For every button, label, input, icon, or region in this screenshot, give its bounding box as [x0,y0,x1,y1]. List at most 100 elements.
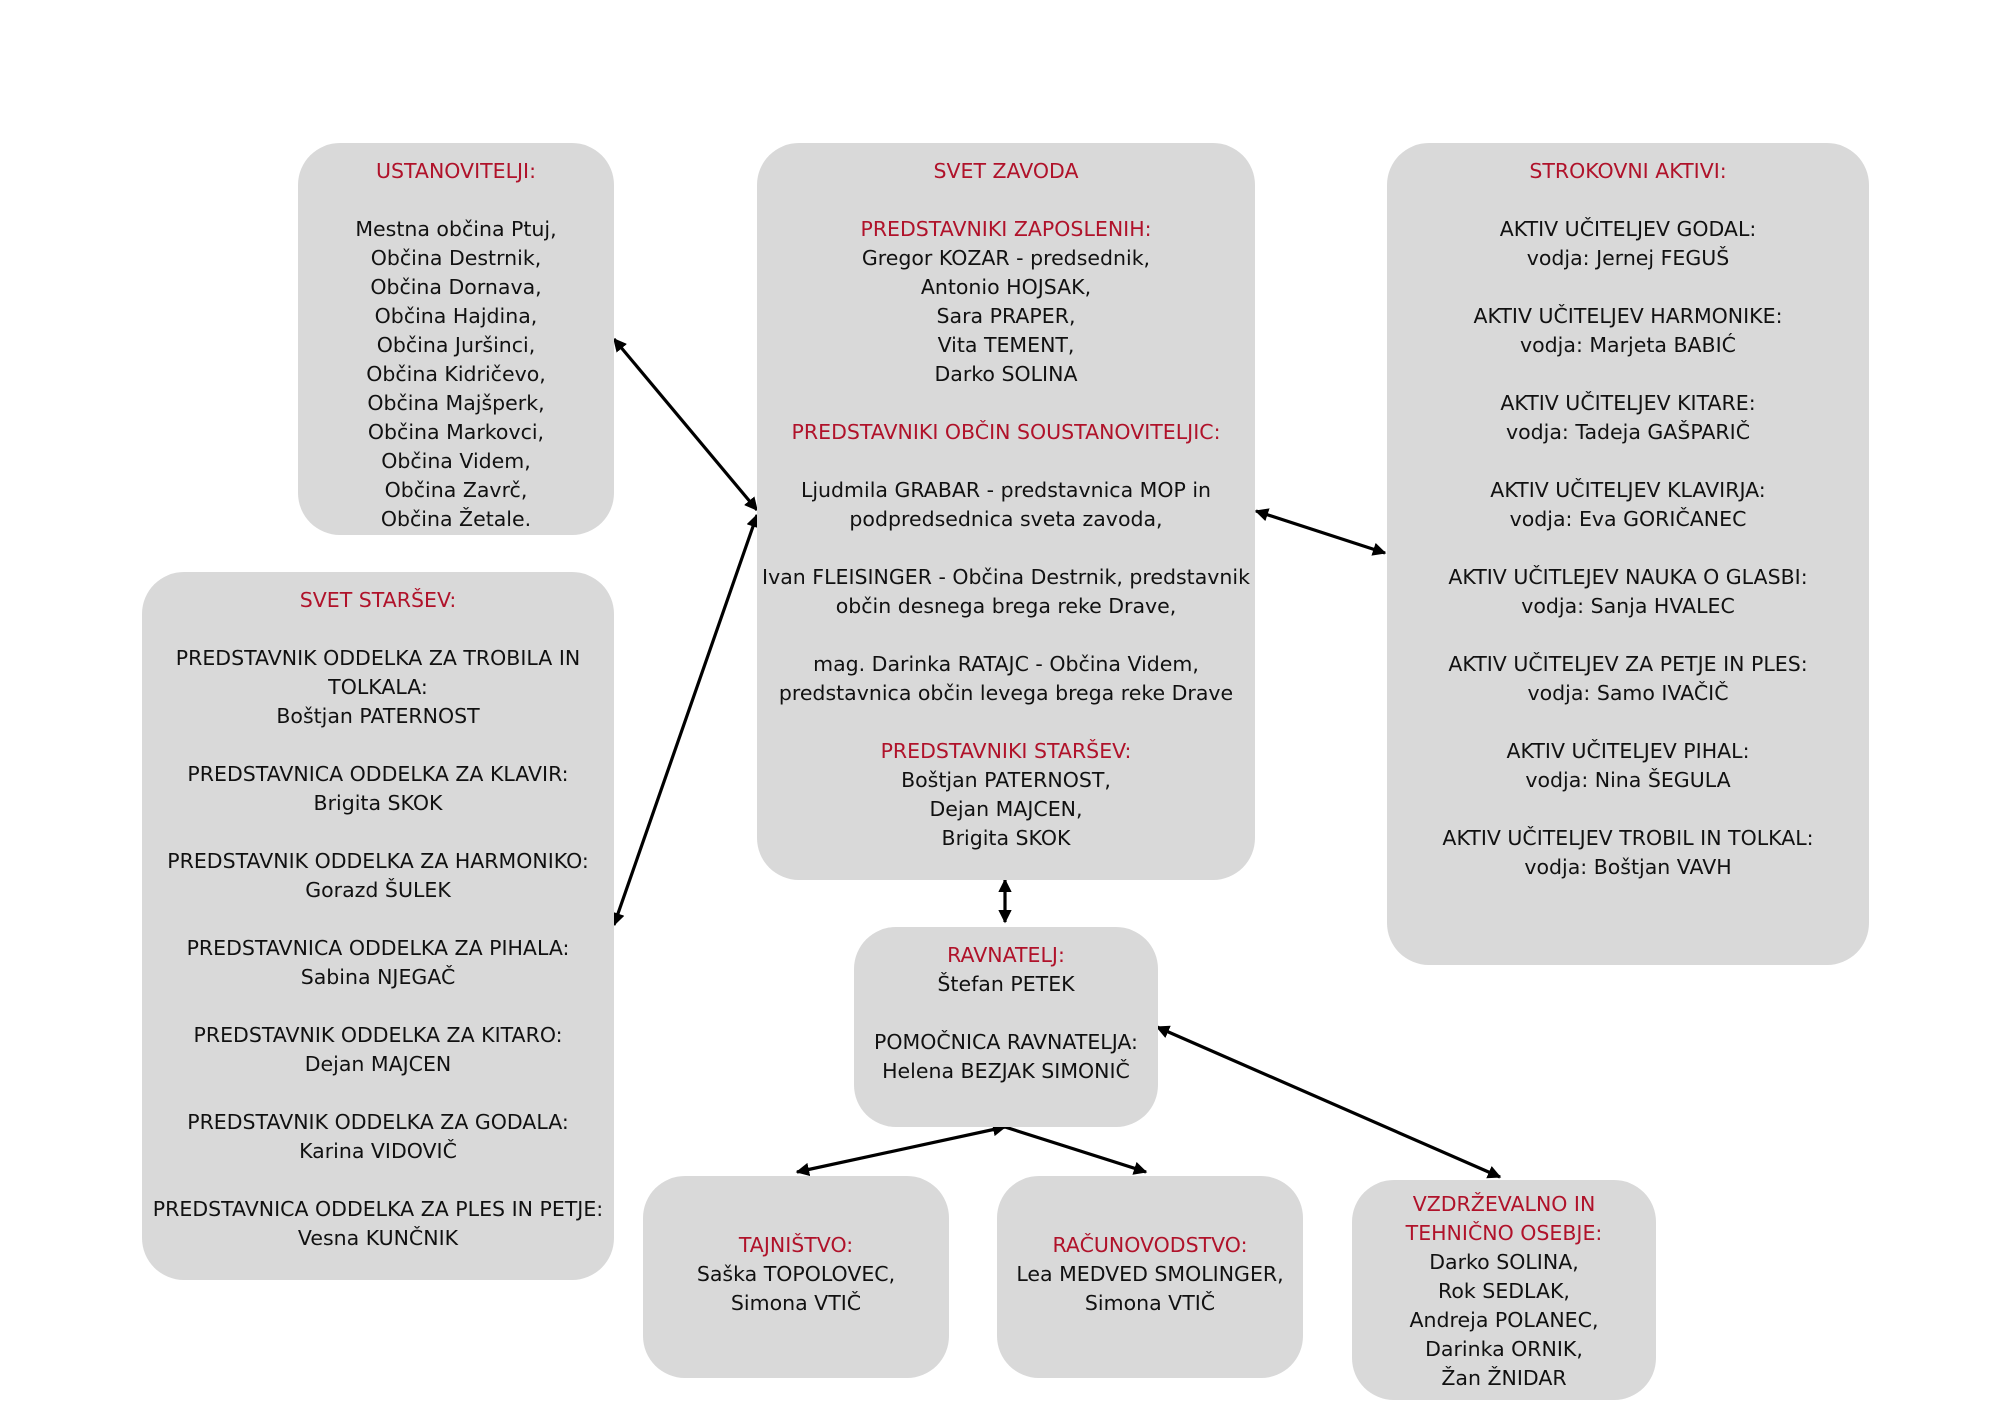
box-heading: VZDRŽEVALNO IN [1412,1192,1596,1216]
box-text-line: Občina Kidričevo, [366,362,546,386]
box-text-line: Dejan MAJCEN [304,1052,452,1076]
blank-line [1387,621,1869,650]
box-text-line: občin desnega brega reke Drave, [835,594,1177,618]
box-text-line: PREDSTAVNIK ODDELKA ZA GODALA: [187,1110,569,1134]
box-heading: PREDSTAVNIKI ZAPOSLENIH: [860,217,1152,241]
box-text-line: vodja: Marjeta BABIĆ [1520,333,1736,357]
box-text-line: Vesna KUNČNIK [297,1226,459,1250]
box-text-line: vodja: Boštjan VAVH [1524,855,1732,879]
box-text-line: POMOČNICA RAVNATELJA: [874,1030,1138,1054]
box-text-line: AKTIV UČITLEJEV NAUKA O GLASBI: [1448,565,1808,589]
blank-line [142,1166,614,1195]
box-heading: RAVNATELJ: [947,943,1065,967]
blank-line [298,186,614,215]
box-text-line: PREDSTAVNICA ODDELKA ZA PLES IN PETJE: [152,1197,604,1221]
arrow-svet-starsev-svet-zavoda [611,513,760,927]
box-text-line: Sara PRAPER, [936,304,1076,328]
box-text-line: TOLKALA: [328,675,428,699]
box-text-line: Saška TOPOLOVEC, [696,1262,896,1286]
box-text-line: Brigita SKOK [313,791,443,815]
box-heading: PREDSTAVNIKI STARŠEV: [880,739,1132,763]
blank-line [757,389,1255,418]
arrow-ravnatelj-tajnistvo [795,1122,1007,1177]
box-text-line: Simona VTIČ [1084,1291,1216,1315]
box-text-line: AKTIV UČITELJEV GODAL: [1499,217,1757,241]
box-text-line: Helena BEZJAK SIMONIČ [882,1059,1130,1083]
blank-line [1387,273,1869,302]
blank-line [854,999,1158,1028]
box-text-line: vodja: Jernej FEGUŠ [1526,246,1730,270]
box-text-line: AKTIV UČITELJEV HARMONIKE: [1473,304,1783,328]
box-text-line: Karina VIDOVIČ [299,1139,457,1163]
blank-line [757,621,1255,650]
box-text-line: Simona VTIČ [730,1291,862,1315]
blank-line [1387,534,1869,563]
box-text-line: Občina Destrnik, [370,246,542,270]
box-text-line: PREDSTAVNICA ODDELKA ZA KLAVIR: [187,762,569,786]
blank-line [142,731,614,760]
box-text-line: Lea MEDVED SMOLINGER, [1016,1262,1284,1286]
box-text-line: PREDSTAVNICA ODDELKA ZA PIHALA: [186,936,570,960]
box-text-line: PREDSTAVNIK ODDELKA ZA TROBILA IN [175,646,581,670]
svet-starsev-box: SVET STARŠEV: PREDSTAVNIK ODDELKA ZA TROB… [142,572,614,1280]
box-text-line: Občina Hajdina, [374,304,538,328]
box-text-line: PREDSTAVNIK ODDELKA ZA KITARO: [193,1023,563,1047]
ravnatelj-box: RAVNATELJ: Štefan PETEK POMOČNICA RAVNATEL… [854,927,1158,1127]
blank-line [142,1079,614,1108]
box-text-line: mag. Darinka RATAJC - Občina Videm, [813,652,1199,676]
box-text-line: Sabina NJEGAČ [300,965,456,989]
box-text-line: Vita TEMENT, [937,333,1075,357]
box-text-line: Darko SOLINA, [1429,1250,1579,1274]
box-text-line: Boštjan PATERNOST [276,704,480,728]
box-text-line: Darko SOLINA [934,362,1078,386]
box-text-line: Rok SEDLAK, [1438,1279,1570,1303]
box-text-line: Občina Juršinci, [376,333,536,357]
box-text-line: vodja: Sanja HVALEC [1521,594,1735,618]
blank-line [1387,795,1869,824]
box-text-line: Ljudmila GRABAR - predstavnica MOP in [800,478,1212,502]
arrow-ravnatelj-racunovodstvo [1004,1125,1148,1175]
box-text-line: Občina Dornava, [370,275,542,299]
box-heading: USTANOVITELJI: [375,159,537,183]
blank-line [757,447,1255,476]
box-text-line: Občina Markovci, [367,420,545,444]
box-text-line: vodja: Eva GORIČANEC [1509,507,1747,531]
box-text-line: AKTIV UČITELJEV KITARE: [1500,391,1756,415]
box-text-line: Boštjan PATERNOST, [901,768,1111,792]
blank-line [1387,360,1869,389]
vzdrzevalno-box: VZDRŽEVALNO IN TEHNIČNO OSEBJE: Darko SOLI… [1352,1180,1656,1400]
blank-line [142,905,614,934]
racunovodstvo-box: RAČUNOVODSTVO: Lea MEDVED SMOLINGER, Simon… [997,1176,1303,1378]
box-text-line: vodja: Nina ŠEGULA [1525,768,1731,792]
box-text-line: Dejan MAJCEN, [929,797,1083,821]
box-text-line: Gorazd ŠULEK [305,878,451,902]
tajnistvo-box: TAJNIŠTVO:Saška TOPOLOVEC,Simona VTIČ [643,1176,949,1378]
box-text-line: Darinka ORNIK, [1425,1337,1583,1361]
box-text-line: podpredsednica sveta zavoda, [849,507,1163,531]
box-text-line: Žan ŽNIDAR [1441,1366,1567,1390]
box-text-line: Andreja POLANEC, [1409,1308,1599,1332]
box-text-line: vodja: Tadeja GAŠPARIČ [1505,420,1751,444]
box-text-line: Mestna občina Ptuj, [355,217,557,241]
box-text-line: AKTIV UČITELJEV PIHAL: [1506,739,1750,763]
box-heading: PREDSTAVNIKI OBČIN SOUSTANOVITELJIC: [791,420,1221,444]
box-text-line: Gregor KOZAR - predsednik, [861,246,1151,270]
box-heading: RAČUNOVODSTVO: [1052,1233,1248,1257]
blank-line [1387,708,1869,737]
box-text-line: Štefan PETEK [937,972,1075,996]
arrow-svet-zavoda-strokovni-aktivi [1254,508,1387,556]
strokovni-aktivi-box: STROKOVNI AKTIVI: AKTIV UČITELJEV GODAL: v… [1387,143,1869,965]
box-text-line: Občina Videm, [381,449,531,473]
box-heading: TEHNIČNO OSEBJE: [1405,1221,1603,1245]
blank-line [1387,186,1869,215]
box-heading: STROKOVNI AKTIVI: [1529,159,1727,183]
box-heading: SVET STARŠEV: [299,588,457,612]
box-text-line: vodja: Samo IVAČIČ [1527,681,1729,705]
box-text-line: Občina Zavrč, [384,478,528,502]
arrow-ustanovitelji-svet-zavoda [612,337,759,512]
box-text-line: Občina Majšperk, [367,391,545,415]
box-text-line: AKTIV UČITELJEV KLAVIRJA: [1490,478,1766,502]
ustanovitelji-box: USTANOVITELJI: Mestna občina Ptuj, Občina … [298,143,614,535]
